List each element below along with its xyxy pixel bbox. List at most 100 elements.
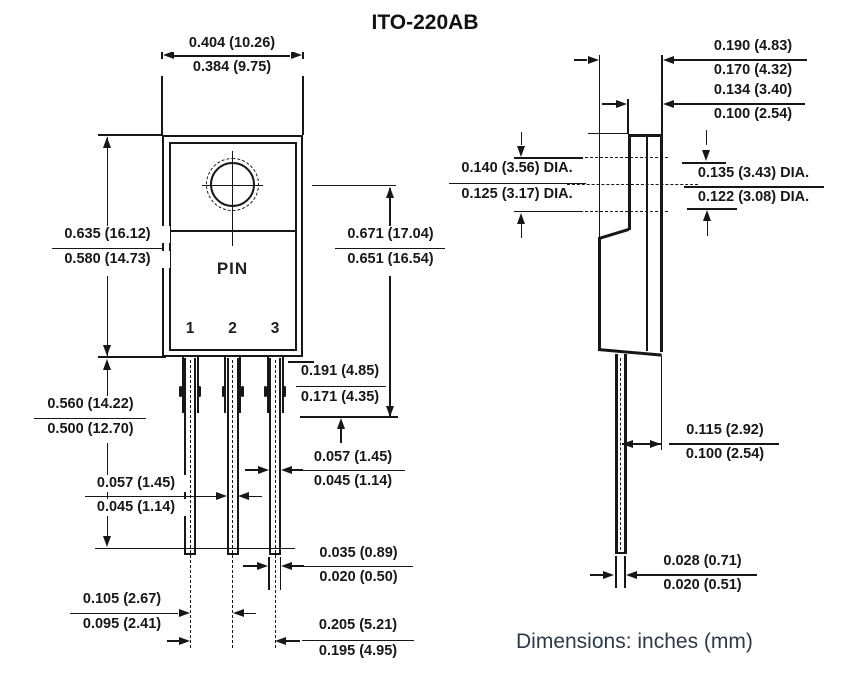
- pin3-crimp-right: [283, 386, 286, 397]
- dim-tab-thickness-max: 0.134 (3.40): [694, 82, 812, 100]
- ext-line: [300, 416, 398, 418]
- arrow-right: [290, 51, 302, 59]
- fraction-bar: [302, 639, 414, 641]
- lead-end-reference-line: [95, 547, 295, 549]
- ext-line: [98, 356, 166, 358]
- arrow-tail: [520, 132, 522, 145]
- arrow-left: [662, 55, 674, 64]
- dim-body-width-max: 0.404 (10.26): [157, 35, 307, 53]
- dim-lead-pitch-max: 0.105 (2.67): [66, 591, 178, 609]
- arrow-left: [163, 51, 174, 59]
- pin2-crimp-right: [240, 386, 244, 397]
- arrow-down: [103, 344, 111, 356]
- dim-tab-thickness-min: 0.100 (2.54): [694, 106, 812, 124]
- dim-line: [622, 443, 661, 445]
- ext-line: [288, 361, 314, 363]
- hole-centerline-horizontal: [202, 184, 263, 186]
- arrow-up: [103, 358, 111, 370]
- fraction-bar: [304, 565, 413, 567]
- fraction-bar: [296, 385, 386, 387]
- dim-line: [106, 276, 108, 356]
- dim-lead-tip-width-max: 0.035 (0.89): [301, 544, 416, 562]
- fraction-bar: [697, 59, 807, 61]
- dim-lead-offset-min: 0.100 (2.54): [666, 446, 784, 464]
- arrow-down: [103, 536, 111, 547]
- side-lead-centerline: [620, 358, 621, 550]
- hole-centerline-vertical: [232, 151, 234, 246]
- arrow-left: [275, 636, 286, 645]
- arrow-tail: [291, 565, 304, 567]
- front-body-inner-outline: [168, 141, 297, 351]
- arrow-tail: [637, 574, 649, 576]
- fraction-bar: [70, 612, 178, 614]
- ext-line: [514, 210, 583, 212]
- ext-line: [615, 556, 617, 588]
- dim-hole-to-shoulder-min: 0.651 (16.54): [328, 250, 453, 268]
- dim-body-thickness-max: 0.190 (4.83): [694, 37, 812, 55]
- fraction-bar: [301, 469, 405, 471]
- dim-lead-thickness-max: 0.028 (0.71): [645, 552, 760, 570]
- arrow-left: [280, 465, 292, 474]
- pin-number-3: 3: [270, 320, 280, 337]
- dim-body-height-max: 0.635 (16.12): [45, 226, 170, 244]
- dim-lead-width-pin3-min: 0.045 (1.14): [299, 472, 407, 490]
- ext-line: [598, 55, 600, 237]
- ext-line: [302, 44, 304, 135]
- pin3-centerline: [274, 360, 276, 648]
- side-back-face: [660, 135, 663, 352]
- ext-line: [98, 134, 162, 136]
- arrow-down: [702, 150, 710, 161]
- dim-body-thickness-min: 0.170 (4.32): [694, 62, 812, 80]
- fraction-bar: [174, 55, 290, 57]
- arrow-tail: [705, 130, 707, 145]
- side-tab-top-edge: [628, 134, 663, 137]
- arrow-up: [103, 136, 111, 148]
- arrow-down: [517, 145, 525, 157]
- arrow-tail: [520, 223, 522, 238]
- ext-line: [588, 132, 628, 134]
- side-tab-front-face: [628, 134, 631, 230]
- arrow-left: [622, 439, 633, 448]
- dim-line: [106, 137, 108, 226]
- arrow-tail: [245, 469, 258, 471]
- dim-lead-span-max: 0.205 (5.21): [299, 617, 417, 635]
- arrow-tail: [340, 428, 342, 443]
- arrow-tail: [673, 59, 697, 61]
- dim-hole-dia-front-min: 0.125 (3.17) DIA.: [446, 185, 588, 203]
- arrow-right: [258, 465, 269, 474]
- dim-lead-width-pin2-max: 0.057 (1.45): [82, 475, 190, 493]
- dim-shoulder-length-min: 0.171 (4.35): [293, 388, 387, 406]
- arrow-up: [703, 210, 711, 221]
- arrow-right: [616, 99, 627, 108]
- ext-line: [514, 157, 583, 159]
- dim-hole-dia-back-max: 0.135 (3.43) DIA.: [681, 164, 826, 182]
- side-body-front-face: [598, 237, 601, 350]
- fraction-bar: [697, 103, 805, 105]
- arrow-tail: [706, 220, 708, 236]
- page-title: ITO-220AB: [371, 11, 479, 34]
- fraction-bar: [34, 417, 146, 419]
- dim-lead-width-pin3-max: 0.057 (1.45): [299, 449, 407, 467]
- pin1-crimp-left: [179, 386, 182, 397]
- pin-number-1: 1: [185, 320, 195, 337]
- dim-line: [106, 369, 108, 396]
- dim-lead-width-pin2-min: 0.045 (1.14): [82, 498, 190, 516]
- units-note: Dimensions: inches (mm): [516, 630, 753, 653]
- ext-line: [624, 556, 626, 588]
- dim-body-width-min: 0.384 (9.75): [157, 58, 307, 76]
- pin2-centerline: [232, 360, 233, 648]
- side-mold-seam-line: [645, 137, 648, 351]
- hole-top-hidden-line: [580, 157, 668, 158]
- arrow-tail: [189, 495, 216, 497]
- dim-hole-to-shoulder-max: 0.671 (17.04): [328, 226, 453, 244]
- arrow-tail: [243, 612, 256, 614]
- arrow-tail: [590, 574, 603, 576]
- ext-line: [161, 44, 163, 135]
- dim-line: [389, 188, 391, 226]
- arrow-tail: [167, 640, 179, 642]
- dim-lead-tip-width-min: 0.020 (0.50): [301, 568, 416, 586]
- hole-centerline-side: [567, 184, 698, 185]
- dim-shoulder-length-max: 0.191 (4.85): [293, 363, 387, 381]
- dim-lead-span-min: 0.195 (4.95): [299, 643, 417, 661]
